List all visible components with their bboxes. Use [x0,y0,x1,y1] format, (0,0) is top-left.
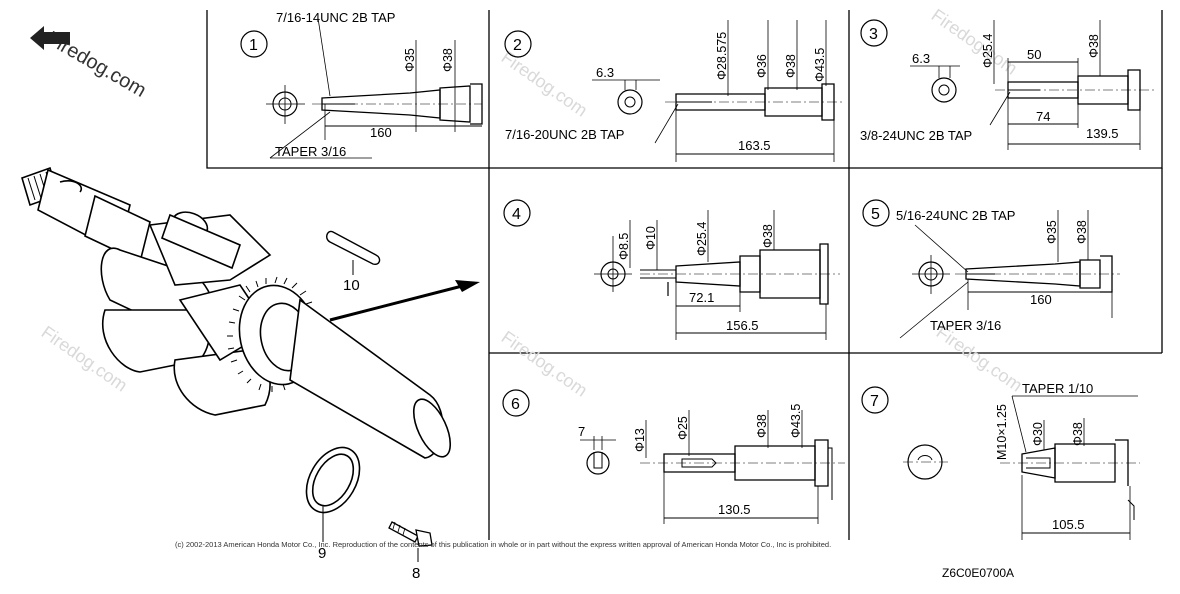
logo-arrow-icon [30,26,70,50]
number-circle [504,30,532,58]
shaft-type-2: 2 6.3 Φ28.575 Φ36 Φ38 Φ43.5 7/16-20UNC 2 [504,20,845,162]
dimension-label: Φ38 [1087,34,1101,58]
watermark-text: Firedog.com [928,5,1021,79]
dimension-label: 7 [578,424,585,439]
detail-arrow [329,280,480,322]
panel-frame [206,10,1163,540]
dimension-label: 3 [869,26,878,43]
shaft-type-1: 1 7/16-14UNC 2B TAP Φ35 Φ38 160 TAPER 3/… [240,10,483,159]
shaft-type-4: 4 Φ8.5 Φ10 Φ25.4 Φ38 72 [503,199,840,340]
crankshaft-illustration [21,166,452,459]
dimension-label: 163.5 [738,138,771,153]
shaft-type-3: 3 6.3 Φ25.4 50 Φ38 74 3/8-24UNC 2 [860,19,1155,150]
dimension-label: Φ38 [784,54,798,78]
dimension-label: Φ25 [676,416,690,440]
dimension-label: Φ8.5 [617,233,631,260]
shaft-type-7: 7 TAPER 1/10 M10×1.25 Φ30 Φ38 105.5 [861,381,1140,540]
dimension-label: Φ25.4 [695,222,709,256]
shaft-type-6: 6 7 Φ13 Φ25 Φ38 Φ43.5 130.5 [502,389,845,524]
dimension-label: 72.1 [689,290,714,305]
dimension-label: Φ43.5 [789,404,803,438]
dimension-label: 139.5 [1086,126,1119,141]
dimension-label: Φ25.4 [981,34,995,68]
number-circle [502,389,530,417]
dimension-label: M10×1.25 [995,404,1009,460]
dimension-label: 5/16-24UNC 2B TAP [896,208,1015,223]
dimension-label: 6 [511,396,520,413]
dimension-label: 160 [1030,292,1052,307]
dimension-label: 130.5 [718,502,751,517]
dimension-label: Φ38 [755,414,769,438]
dimension-label: Φ38 [1071,422,1085,446]
seal-ring-part [305,446,361,514]
dimension-label: Φ38 [441,48,455,72]
dimension-label: 1 [249,37,258,54]
dimension-label: Φ43.5 [813,48,827,82]
dimension-label: 5 [871,206,880,223]
dimension-label: 160 [370,125,392,140]
dimension-label: 50 [1027,47,1041,62]
dimension-label: TAPER 3/16 [275,144,346,159]
number-circle [860,19,888,47]
callout-8: 8 [412,565,420,582]
number-circle [861,386,889,414]
dimension-label: 7/16-14UNC 2B TAP [276,10,395,25]
dimension-label: Φ35 [403,48,417,72]
key-part [326,230,381,266]
callout-9: 9 [318,545,326,562]
dimension-label: Φ38 [761,224,775,248]
dimension-label: 7/16-20UNC 2B TAP [505,127,624,142]
dimension-label: 74 [1036,109,1050,124]
copyright-notice: (c) 2002-2013 American Honda Motor Co., … [175,540,831,549]
dimension-label: 2 [513,37,522,54]
number-circle [862,199,890,227]
callout-10: 10 [343,277,360,294]
dimension-label: Φ13 [633,428,647,452]
dimension-label: 6.3 [596,65,614,80]
dimension-label: TAPER 1/10 [1022,381,1093,396]
shaft-type-5: 5 5/16-24UNC 2B TAP Φ35 Φ38 160 TAPER 3/… [862,199,1120,339]
number-circle [240,30,268,58]
diagram-code: Z6C0E0700A [942,566,1014,580]
number-circle [503,199,531,227]
bolt-part [388,521,433,547]
dimension-label: 4 [512,206,521,223]
dimension-label: Φ28.575 [715,32,729,80]
watermark-text: Firedog.com [498,327,591,401]
dimension-label: Φ35 [1045,220,1059,244]
dimension-label: 6.3 [912,51,930,66]
dimension-label: TAPER 3/16 [930,318,1001,333]
dimension-label: Φ38 [1075,220,1089,244]
dimension-label: 156.5 [726,318,759,333]
dimension-label: Φ30 [1031,422,1045,446]
dimension-label: Φ10 [644,226,658,250]
watermark-text: Firedog.com [498,47,591,121]
dimension-label: 7 [870,393,879,410]
dimension-label: Φ36 [755,54,769,78]
dimension-label: 3/8-24UNC 2B TAP [860,128,972,143]
dimension-label: 105.5 [1052,517,1085,532]
